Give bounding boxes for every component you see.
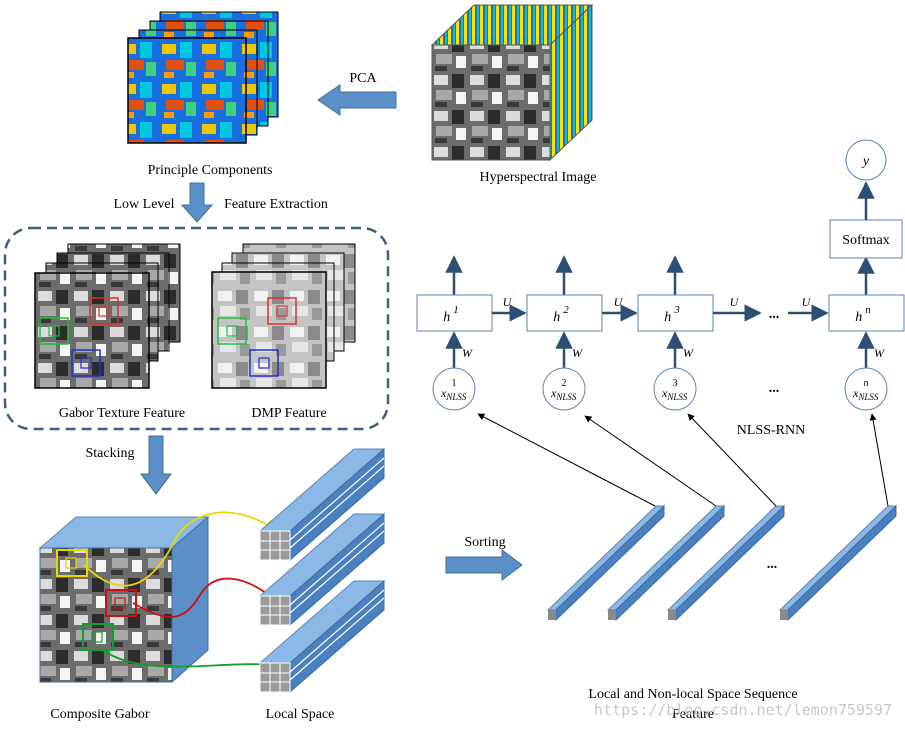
output-node [845,139,887,181]
gabor-texture-stack [34,243,181,389]
input-label-sup: n [864,378,869,389]
input-node [542,367,586,411]
sequence-feature-label-line2: Feature [672,707,714,722]
w-label: W [683,346,694,360]
input-label: xNLSS [852,386,879,402]
u-label: U [730,295,740,309]
w-label: W [572,346,583,360]
local-space-bar [258,512,386,627]
principle-components-stack [127,11,279,144]
w-label: W [874,346,885,360]
local-space-bar [258,447,386,562]
input-node [844,367,888,411]
red-link-curve [132,577,276,618]
hidden-state-box [416,294,493,332]
feature-extraction-box [3,226,390,431]
nlss-rnn-label: NLSS-RNN [737,423,805,438]
hyperspectral-cube [430,3,594,162]
composite-gabor-cube [38,515,210,684]
local-space-bar [258,579,386,694]
hidden-state-box [637,294,714,332]
gabor-texture-feature-label: Gabor Texture Feature [59,406,185,421]
hyperspectral-image-label: Hyperspectral Image [480,170,597,185]
u-label: U [802,295,812,309]
dmp-feature-label: DMP Feature [251,406,326,421]
hidden-ellipsis: ... [769,307,780,322]
stacking-arrow-icon [140,435,172,495]
pca-arrow-icon [317,84,397,116]
u-label: U [503,295,513,309]
hidden-state-box [828,294,905,332]
input-label: xNLSS [661,386,688,402]
sequence-ellipsis: ... [767,557,778,572]
principle-components-label: Principle Components [148,163,273,178]
sequence-bar [546,504,666,622]
sequence-bar [778,504,898,622]
stacking-label: Stacking [86,446,135,461]
input-label-sup: 1 [452,378,457,389]
pca-label: PCA [349,71,377,86]
watermark: https://blog.csdn.net/lemon759597 [594,701,892,719]
local-space-label: Local Space [266,707,335,722]
dmp-feature-stack [211,243,356,389]
sequence-bar [606,504,726,622]
output-y-label: y [861,154,870,169]
input-ellipsis: ... [769,381,780,396]
sorting-arrow-icon [445,549,523,581]
input-node [653,367,697,411]
sequence-feature-label-line1: Local and Non-local Space Sequence [588,687,797,702]
sorting-label: Sorting [464,535,505,550]
input-label-sup: 3 [673,378,678,389]
down-arrow-icon [180,182,214,223]
input-label: xNLSS [550,386,577,402]
input-node [432,367,476,411]
green-link-curve [99,647,277,670]
input-label-sup: 2 [562,378,567,389]
composite-gabor-label: Composite Gabor [50,707,149,722]
hidden-state-box [526,294,603,332]
feature-extraction-label: Feature Extraction [224,197,328,212]
low-level-label: Low Level [113,197,174,212]
u-label: U [614,295,624,309]
input-label: xNLSS [440,386,467,402]
w-label: W [462,346,473,360]
rnn-network [416,139,905,507]
softmax-label: Softmax [842,233,889,248]
yellow-link-curve [83,511,276,587]
sequence-bar [666,504,786,622]
